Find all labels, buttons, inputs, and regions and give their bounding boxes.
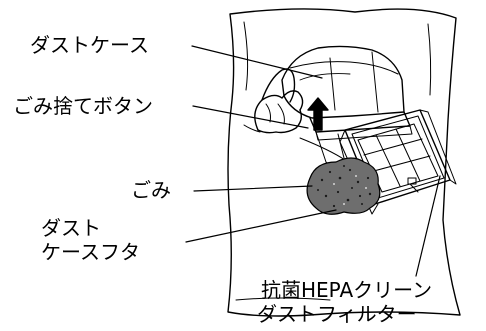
dust-text: ごみ (131, 178, 171, 202)
case-lid-text-line2: ケースフタ (41, 240, 140, 264)
dust-case-text: ダストケース (30, 33, 149, 57)
label-hepa-filter: 抗菌HEPAクリーン ダストフィルター (257, 278, 432, 326)
hepa-filter-text-line1: 抗菌HEPAクリーン (261, 278, 433, 302)
label-trash-button: ごみ捨てボタン (13, 94, 153, 118)
label-dust-case: ダストケース (30, 33, 149, 57)
label-dust: ごみ (131, 178, 171, 202)
plastic-bag (227, 8, 461, 317)
leader-lines (185, 45, 441, 277)
hepa-filter-text-line2: ダストフィルター (257, 302, 417, 326)
dust-clump (306, 157, 381, 215)
trash-button-text: ごみ捨てボタン (13, 94, 153, 118)
arrow-up-icon (307, 97, 329, 131)
case-lid-text-line1: ダスト (41, 216, 101, 240)
dust-case-body (281, 45, 413, 141)
hand (243, 68, 304, 134)
label-case-lid: ダスト ケースフタ (41, 216, 140, 264)
